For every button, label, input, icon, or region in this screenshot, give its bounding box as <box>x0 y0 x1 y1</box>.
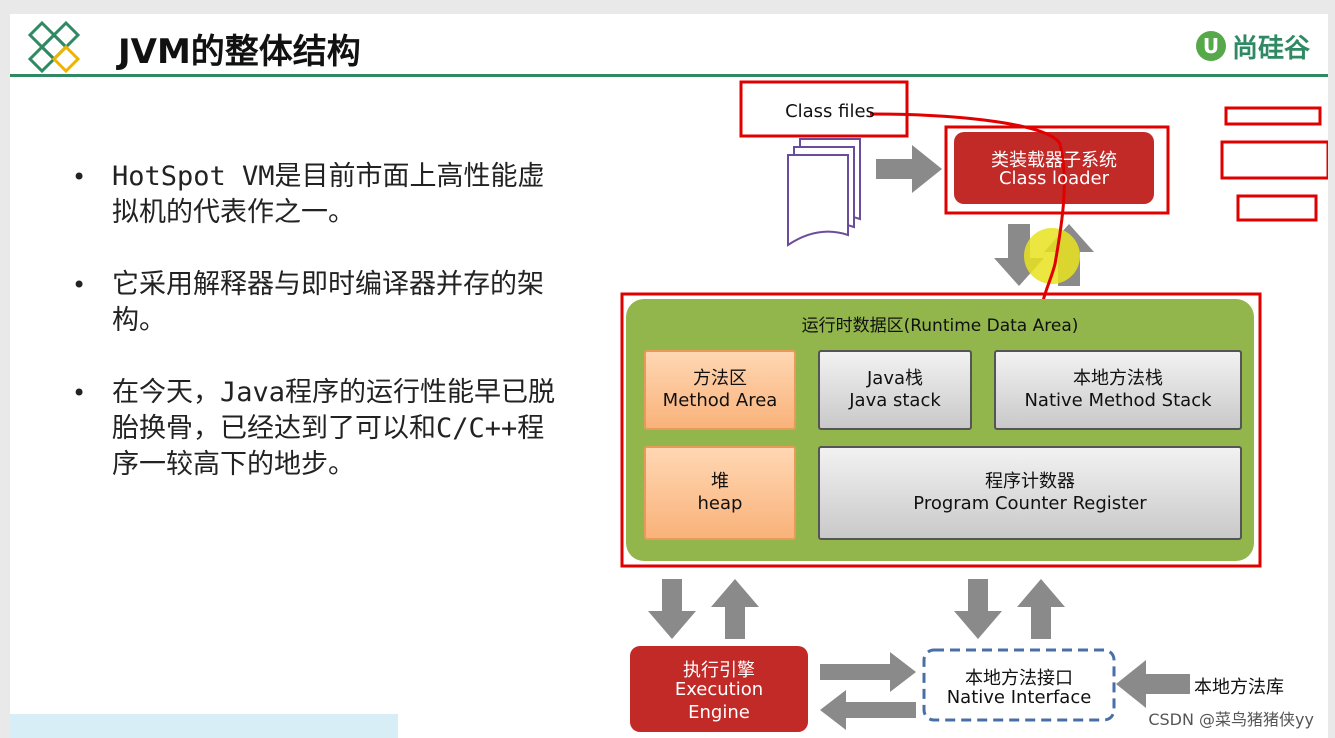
native-stack-en: Native Method Stack <box>1024 390 1212 411</box>
class-loader-label-en: Class loader <box>998 168 1110 189</box>
bullet-text: 它采用解释器与即时编译器并存的架构。 <box>112 269 544 336</box>
class-loader-label-cn: 类装载器子系统 <box>991 150 1117 171</box>
annotation-rect <box>944 125 1170 215</box>
arrow-up-icon <box>711 579 759 639</box>
native-interface-en: Native Interface <box>946 687 1092 708</box>
page-title: JVM的整体结构 <box>118 32 361 72</box>
class-files-icon <box>787 138 861 247</box>
bullet-dot: • <box>72 271 87 299</box>
bullet-text: 在今天，Java程序的运行性能早已脱胎换骨，已经达到了可以和C/C++程序一较高… <box>112 377 556 480</box>
bullet-item: • 它采用解释器与即时编译器并存的架构。 <box>72 267 572 339</box>
arrow-right-icon <box>820 652 916 692</box>
arrow-up-icon <box>1017 579 1065 639</box>
execution-engine-en2: Engine <box>688 702 750 723</box>
java-stack-box: Java栈 Java stack <box>818 350 972 430</box>
native-method-stack-box: 本地方法栈 Native Method Stack <box>994 350 1242 430</box>
method-area-box: 方法区 Method Area <box>644 350 796 430</box>
java-stack-cn: Java栈 <box>866 368 924 389</box>
annotation-rect <box>620 292 1262 568</box>
brand-name: 尚硅谷 <box>1231 33 1310 64</box>
annotation-stroke <box>869 112 1066 325</box>
native-interface-cn: 本地方法接口 <box>965 668 1073 689</box>
execution-engine-cn: 执行引擎 <box>683 660 755 681</box>
bullet-item: • 在今天，Java程序的运行性能早已脱胎换骨，已经达到了可以和C/C++程序一… <box>72 375 572 483</box>
bullet-dot: • <box>72 163 87 191</box>
arrow-left-icon <box>1116 660 1190 708</box>
pc-en: Program Counter Register <box>913 493 1147 514</box>
program-counter-box: 程序计数器 Program Counter Register <box>818 446 1242 540</box>
bullet-dot: • <box>72 379 87 407</box>
brand-mark-icon: U <box>1195 31 1226 61</box>
arrow-down-icon <box>954 579 1002 639</box>
watermark: CSDN @菜鸟猪猪侠yy <box>1148 710 1314 729</box>
diamond-logo-icon <box>27 20 81 74</box>
bullet-item: • HotSpot VM是目前市面上高性能虚拟机的代表作之一。 <box>72 159 572 231</box>
annotation-rect <box>1220 140 1328 180</box>
annotation-rect <box>1224 106 1322 126</box>
annotation-rect <box>739 80 909 138</box>
bullet-list: • HotSpot VM是目前市面上高性能虚拟机的代表作之一。 • 它采用解释器… <box>72 159 572 519</box>
class-files-label: Class files <box>785 101 875 122</box>
arrow-down-icon <box>648 579 696 639</box>
slide: JVM的整体结构 U 尚硅谷 • HotSpot VM是目前市面上高性能虚拟机的… <box>10 14 1328 738</box>
bottom-strip <box>10 714 398 738</box>
method-area-cn: 方法区 <box>693 368 747 389</box>
arrow-right-icon <box>876 145 942 193</box>
heap-cn: 堆 <box>711 471 729 492</box>
heap-en: heap <box>697 493 743 514</box>
bullet-text: HotSpot VM是目前市面上高性能虚拟机的代表作之一。 <box>112 161 545 228</box>
execution-engine-en1: Execution <box>674 679 764 700</box>
annotation-rect <box>1236 194 1318 222</box>
runtime-area-label: 运行时数据区(Runtime Data Area) <box>801 316 1079 336</box>
native-library-label: 本地方法库 <box>1194 677 1284 698</box>
pc-cn: 程序计数器 <box>985 471 1075 492</box>
header-divider <box>10 74 1328 77</box>
brand-logo: U 尚硅谷 <box>1195 26 1310 66</box>
arrow-left-icon <box>820 690 916 730</box>
native-stack-cn: 本地方法栈 <box>1073 368 1163 389</box>
slide-header: JVM的整体结构 U 尚硅谷 <box>10 14 1328 74</box>
highlight-cursor <box>1024 228 1080 284</box>
method-area-en: Method Area <box>662 390 778 411</box>
class-loader-box <box>954 132 1154 204</box>
heap-box: 堆 heap <box>644 446 796 540</box>
execution-engine-box <box>630 646 808 732</box>
native-interface-box <box>922 648 1116 722</box>
java-stack-en: Java stack <box>849 390 941 411</box>
